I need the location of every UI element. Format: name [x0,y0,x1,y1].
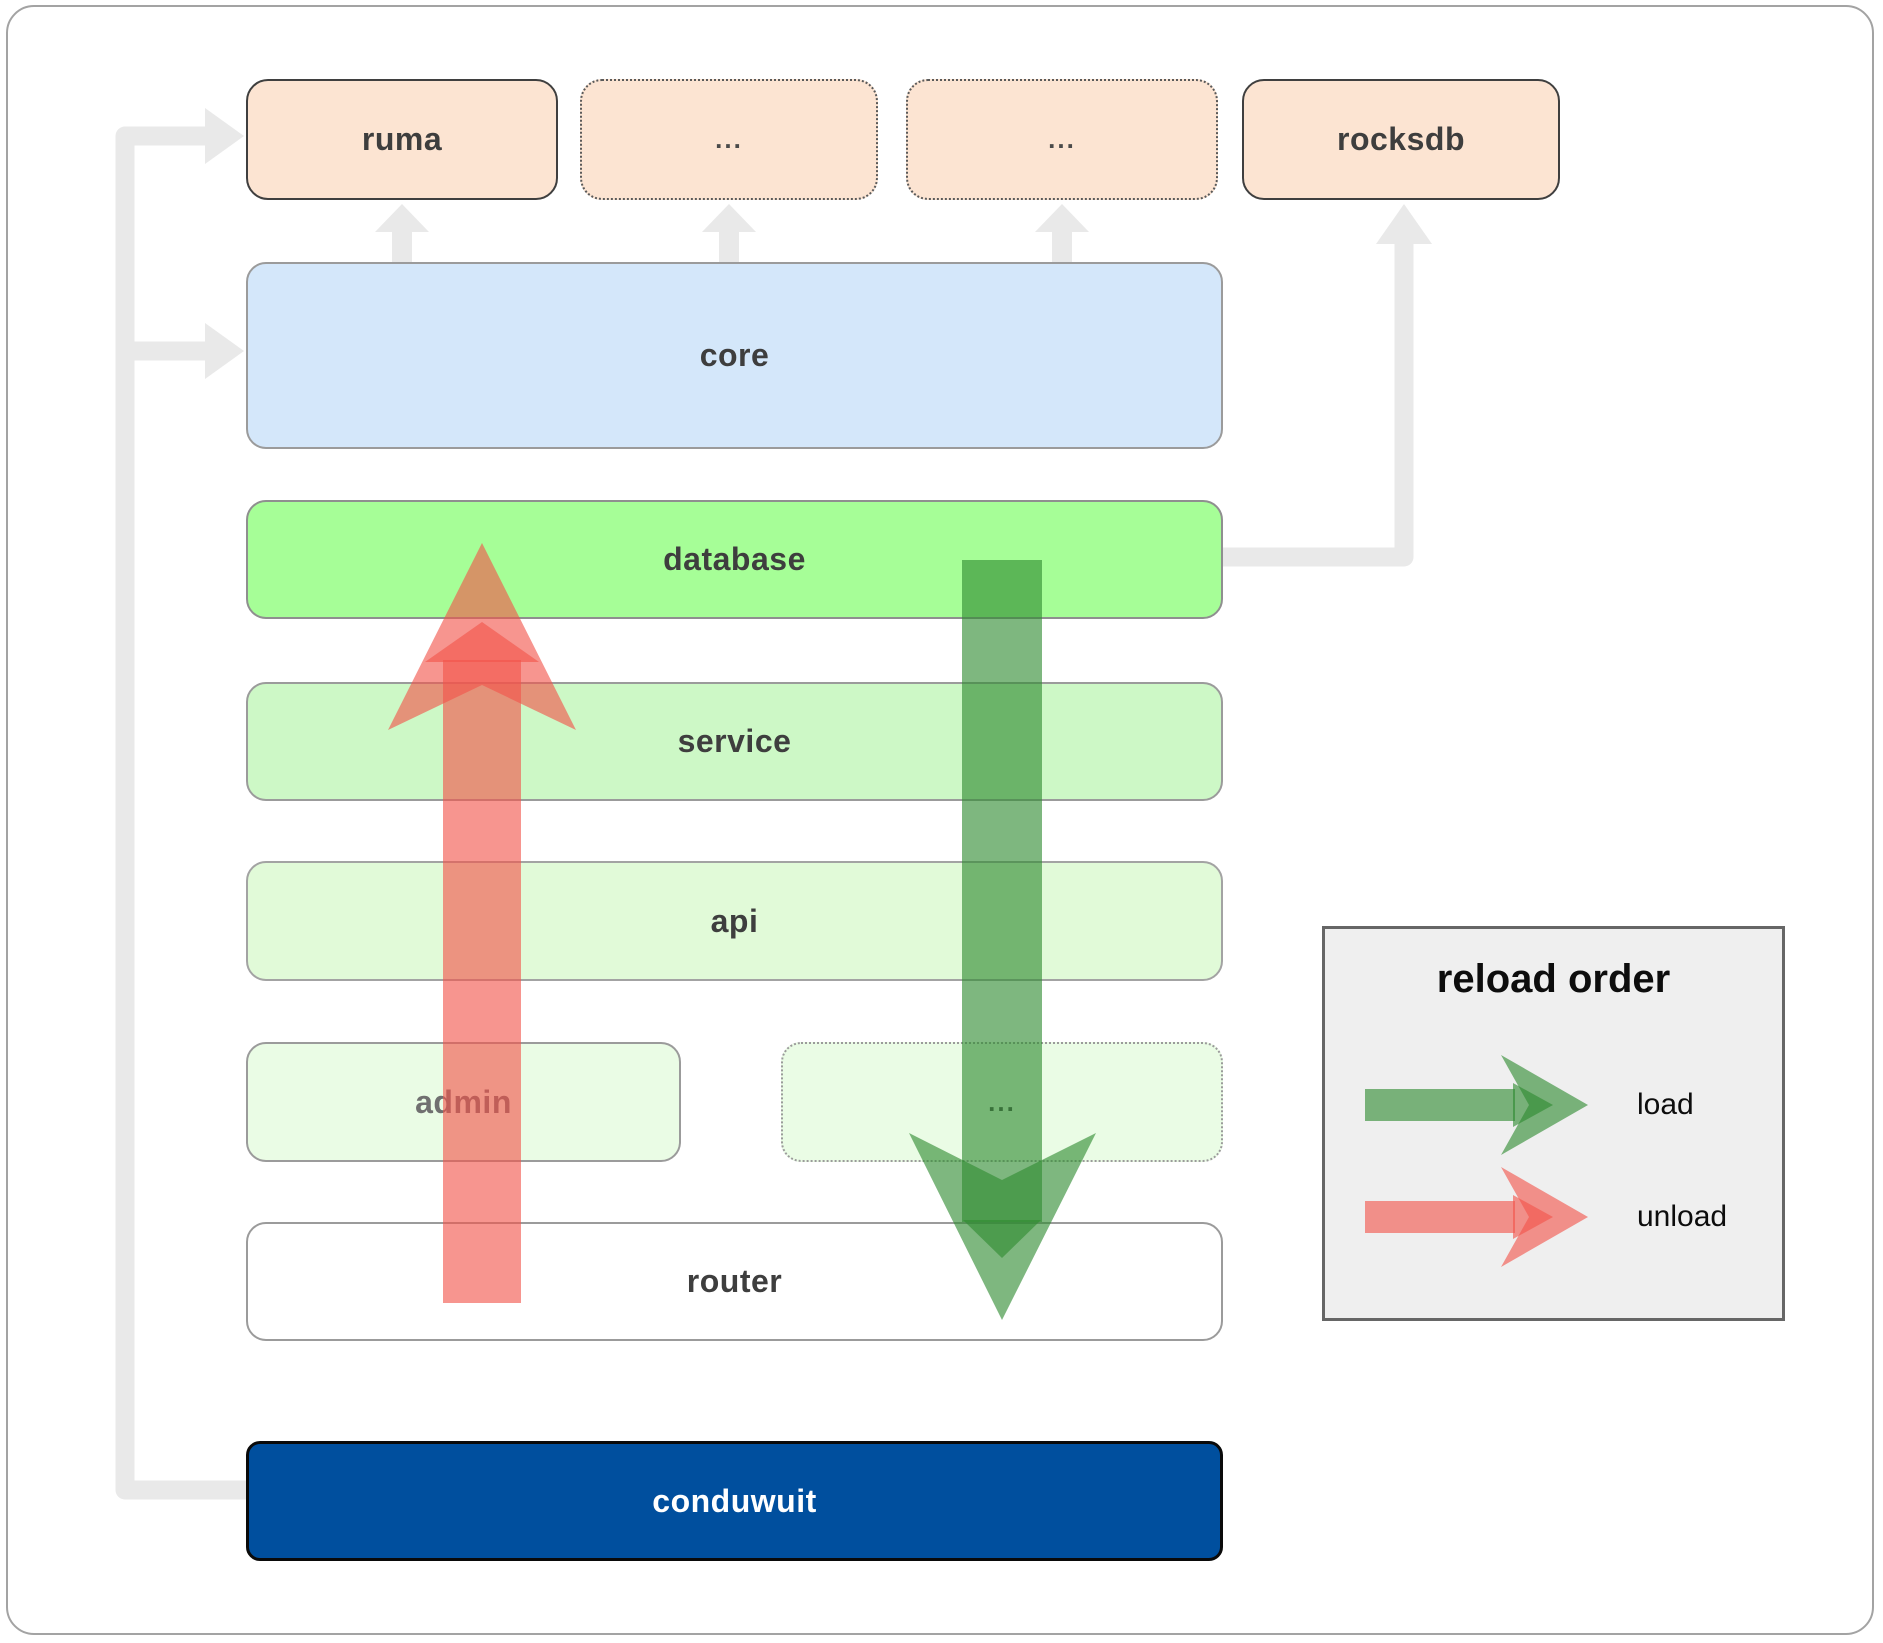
unload-arrow-icon [1365,1167,1588,1267]
legend-unload-label: unload [1637,1200,1728,1233]
box-service-label: service [677,723,792,759]
box-ruma-label: ruma [361,121,443,157]
box-rocksdb-label: rocksdb [1337,121,1465,157]
box-ruma: ruma [246,79,558,200]
box-core-label: core [699,337,770,373]
diagram-border [6,5,1874,1635]
box-admin-label: admin [415,1083,512,1120]
legend-load-label: load [1637,1088,1694,1121]
box-router-label: router [686,1263,783,1299]
legend-title: reload order [1436,957,1671,1001]
box-admin: admin [246,1042,681,1162]
box-core: core [246,262,1223,449]
box-api-label: api [710,902,759,939]
box-dependency-more-2: ... [906,79,1218,200]
box-conduwuit: conduwuit [246,1441,1223,1561]
box-database: database [246,500,1223,619]
box-conduwuit-label: conduwuit [652,1482,817,1519]
box-database-label: database [663,541,806,577]
box-dependency-more-1: ... [580,79,878,200]
legend: reload order load unload [1322,926,1785,1321]
box-service: service [246,682,1223,801]
box-dots-label: ... [1048,124,1076,154]
box-api: api [246,861,1223,981]
load-arrow-icon [1365,1055,1588,1155]
box-dots-label: ... [988,1086,1016,1117]
box-admin-more: ... [781,1042,1223,1162]
legend-item-load: load [1363,1045,1763,1165]
box-rocksdb: rocksdb [1242,79,1560,200]
box-dots-label: ... [715,124,743,154]
box-router: router [246,1222,1223,1341]
legend-item-unload: unload [1363,1157,1763,1277]
